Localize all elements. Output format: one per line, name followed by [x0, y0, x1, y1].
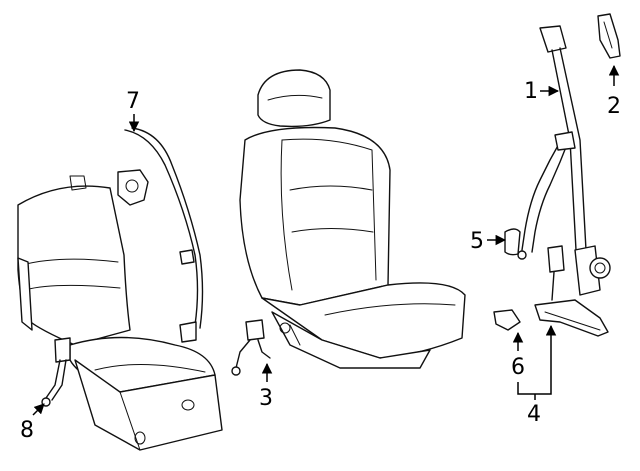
- trim-cover: [504, 228, 521, 256]
- callout-2: 2: [607, 94, 621, 119]
- shoulder-belt-retractor: [517, 25, 611, 296]
- callout-6: 6: [511, 355, 525, 380]
- anchor-buckle-assembly: [534, 245, 609, 337]
- belt-guide: [597, 13, 621, 59]
- callout-1: 1: [524, 79, 538, 104]
- callout-7: 7: [126, 89, 140, 114]
- rear-buckle: [41, 337, 71, 407]
- callout-3: 3: [259, 386, 273, 411]
- callout-4: 4: [527, 402, 541, 427]
- front-seat-assembly: [239, 69, 466, 369]
- callout-5: 5: [470, 229, 484, 254]
- callout-8: 8: [20, 418, 34, 443]
- rear-seat-assembly: [17, 175, 223, 451]
- front-buckle: [231, 319, 271, 376]
- rear-shoulder-belt: [117, 127, 204, 343]
- callout-labels: 1 2 3 4 5 6 7 8: [20, 79, 621, 443]
- leader-lines: [32, 64, 620, 416]
- small-cover: [493, 309, 521, 331]
